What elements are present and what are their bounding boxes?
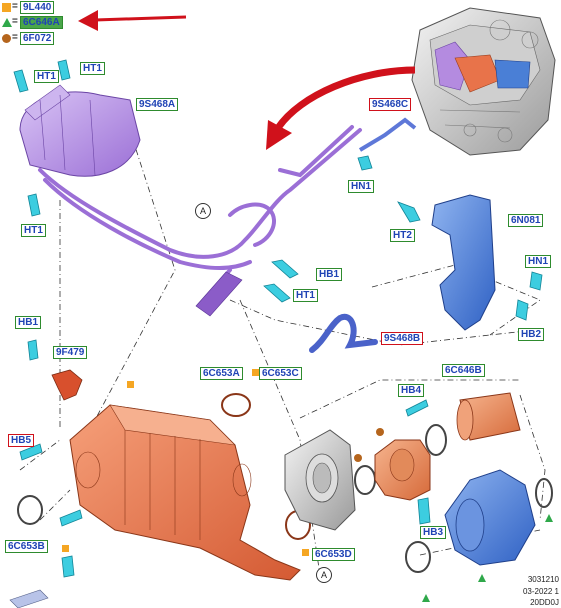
- footer-code: 20DD0J: [530, 598, 559, 607]
- label-hb2: HB2: [518, 328, 545, 341]
- footer-reference: 3031210: [527, 575, 559, 584]
- brown-circle-icon: [2, 34, 11, 43]
- label-9f479: 9F479: [53, 346, 88, 359]
- label-ht2: HT2: [390, 229, 415, 242]
- fasteners: [13, 59, 543, 578]
- label-6c653b: 6C653B: [5, 540, 48, 553]
- hose-9s468b: [309, 313, 378, 353]
- label-hn1: HN1: [348, 180, 375, 193]
- footer-date: 03-2022 1: [522, 587, 559, 596]
- egr-cooler-purple: [19, 84, 141, 177]
- tube-6c646b: [456, 392, 521, 441]
- label-6c653c: 6C653C: [259, 367, 302, 380]
- label-9s468a: 9S468A: [136, 98, 179, 111]
- label-hb4: HB4: [398, 384, 425, 397]
- green-triangle-icon: [2, 18, 12, 27]
- legend-equals: =: [12, 32, 18, 43]
- bracket-6n081: [431, 194, 496, 331]
- legend-equals: =: [12, 16, 18, 27]
- sensor-9f479: [51, 369, 83, 401]
- copper-adapter: [374, 439, 431, 501]
- pipe-9s468c: [358, 117, 417, 152]
- housing-blue: [444, 469, 536, 566]
- label-9s468b: 9S468B: [381, 332, 424, 345]
- callout-a: A: [195, 203, 211, 219]
- location-arrow: [275, 66, 416, 131]
- legend-code-6f072: 6F072: [20, 32, 55, 45]
- label-ht1: HT1: [80, 62, 105, 75]
- label-6n081: 6N081: [508, 214, 544, 227]
- label-6c646b: 6C646B: [442, 364, 485, 377]
- label-6c653a: 6C653A: [200, 367, 243, 380]
- callout-a: A: [316, 567, 332, 583]
- egr-tubes: [38, 125, 362, 307]
- label-9s468c: 9S468C: [369, 98, 412, 111]
- circle-markers: [354, 428, 384, 462]
- label-6c653d: 6C653D: [312, 548, 355, 561]
- legend-code-9l440: 9L440: [20, 1, 55, 14]
- label-hb5: HB5: [8, 434, 35, 447]
- clip-part: [9, 589, 49, 608]
- orange-square-icon: [2, 3, 11, 12]
- label-ht1: HT1: [21, 224, 46, 237]
- label-hb3: HB3: [420, 526, 447, 539]
- label-ht1: HT1: [293, 289, 318, 302]
- legend-equals: =: [12, 1, 18, 12]
- egr-cooler-orange: [69, 404, 301, 581]
- engine-block: [411, 7, 556, 156]
- label-hb1: HB1: [316, 268, 343, 281]
- highlight-arrow: [78, 10, 98, 31]
- legend-code-6c646a: 6C646A: [20, 16, 63, 29]
- label-ht1: HT1: [34, 70, 59, 83]
- label-hb1: HB1: [15, 316, 42, 329]
- triangle-markers: [422, 514, 553, 602]
- label-hn1: HN1: [525, 255, 552, 268]
- throttle-body: [284, 429, 356, 531]
- square-markers: [62, 369, 309, 556]
